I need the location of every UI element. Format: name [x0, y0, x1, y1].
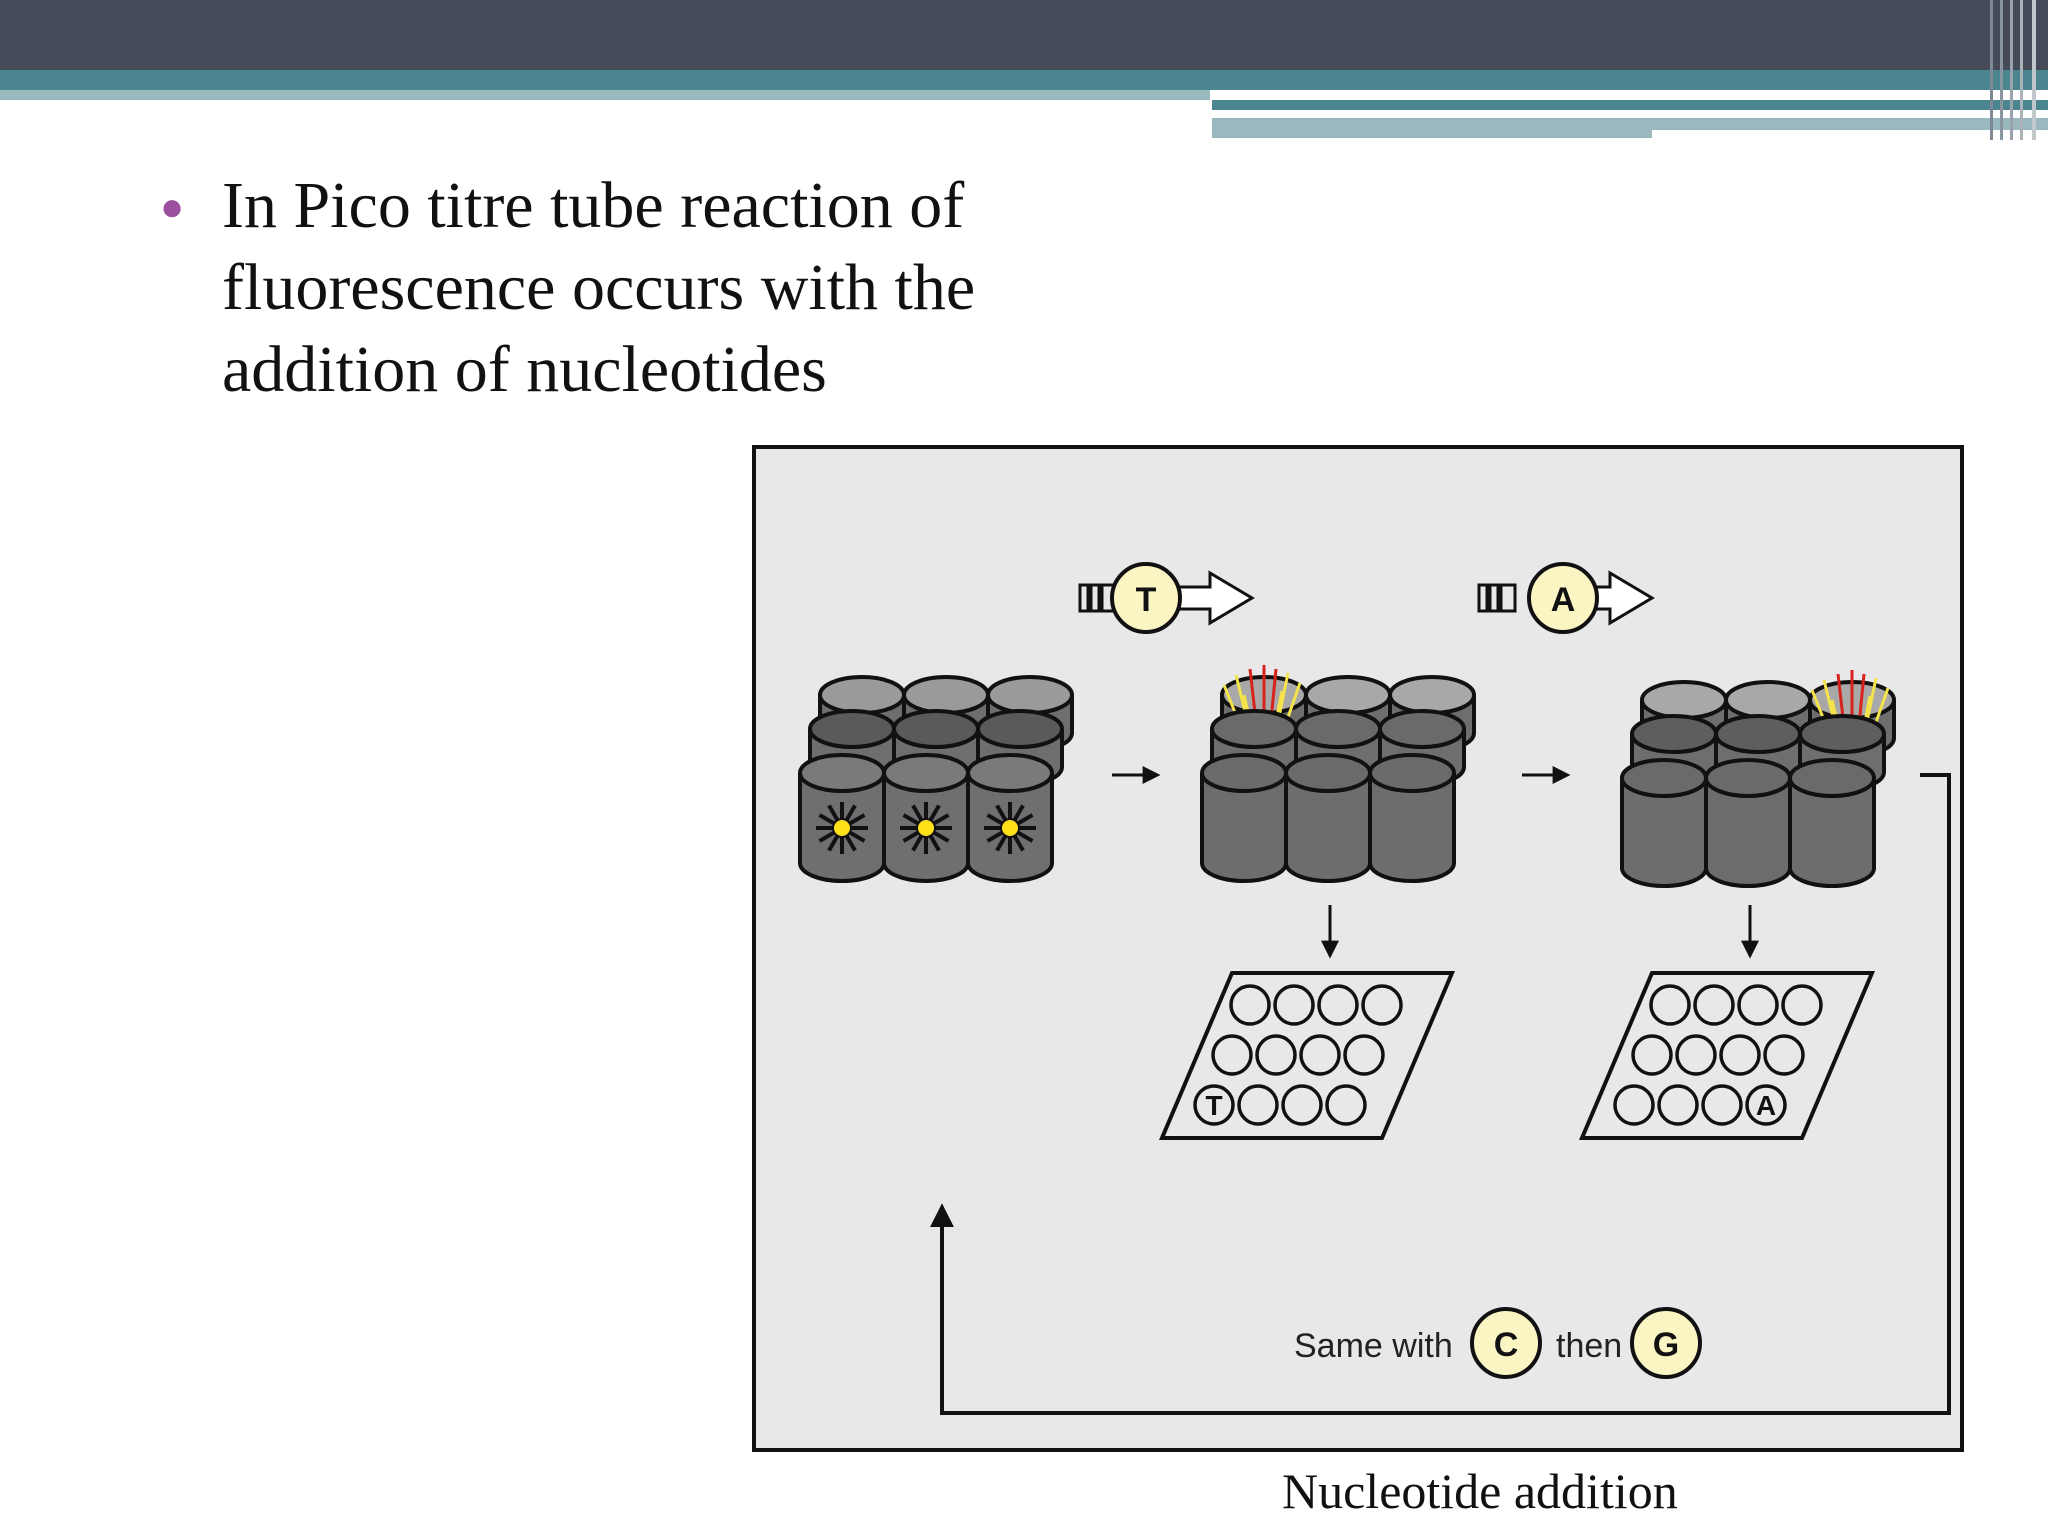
well-tube — [798, 753, 886, 883]
well-cluster-t-light — [1200, 665, 1476, 883]
nucleotide-a-circle — [1527, 562, 1599, 634]
plate-well — [1229, 984, 1271, 1026]
nucleotide-addition-figure: T A T A Same with C then G — [752, 445, 1964, 1452]
well-tube — [1368, 753, 1456, 883]
plate-outline — [1578, 971, 1876, 1140]
dna-bead-icon — [816, 802, 868, 854]
repeat-text-same-with: Same with — [1294, 1327, 1453, 1365]
well-tube — [1620, 758, 1708, 888]
plate-well — [1613, 1084, 1655, 1126]
nucleotide-a-label: A — [1551, 581, 1576, 619]
plate-well-letter: T — [1205, 1090, 1222, 1121]
repeat-text-then: then — [1556, 1327, 1622, 1365]
plate-well — [1745, 1084, 1787, 1126]
plate-well — [1317, 984, 1359, 1026]
well-cluster-a-light — [1620, 670, 1896, 888]
plate-well — [1255, 1034, 1297, 1076]
plate-well-letter: A — [1756, 1090, 1776, 1121]
plate-well — [1657, 1084, 1699, 1126]
dna-bead-icon — [900, 802, 952, 854]
plate-well — [1211, 1034, 1253, 1076]
well-tube — [1704, 758, 1792, 888]
nucleotide-c-label: C — [1494, 1326, 1519, 1364]
nucleotide-dispenser-t: T — [1078, 562, 1255, 634]
well-cluster-beads — [798, 675, 1074, 883]
nucleotide-t-circle — [1110, 562, 1182, 634]
nucleotide-t-label: T — [1136, 581, 1157, 619]
figure-frame — [752, 445, 1964, 1452]
plate-well — [1343, 1034, 1385, 1076]
plate-well — [1631, 1034, 1673, 1076]
plate-well — [1325, 1084, 1367, 1126]
well-tube — [1200, 753, 1288, 883]
well-tube — [1788, 758, 1876, 888]
plate-well — [1193, 1084, 1235, 1126]
readout-plate-a: A — [1578, 971, 1876, 1140]
readout-plate-t: T — [1158, 971, 1456, 1140]
nucleotide-g-circle — [1630, 1307, 1702, 1379]
nucleotide-dispenser-a: A — [1477, 562, 1655, 634]
plate-well — [1675, 1034, 1717, 1076]
bullet-text: In Pico titre tube reaction of fluoresce… — [222, 169, 976, 406]
nucleotide-c-circle — [1470, 1307, 1542, 1379]
figure-caption: Nucleotide addition — [1282, 1463, 1678, 1519]
plate-outline — [1158, 971, 1456, 1140]
feedback-loop-line — [930, 773, 1951, 1415]
plate-well — [1719, 1034, 1761, 1076]
plate-well — [1763, 1034, 1805, 1076]
nucleotide-g-label: G — [1653, 1326, 1679, 1364]
well-tube — [1284, 753, 1372, 883]
plate-well — [1781, 984, 1823, 1026]
plate-well — [1281, 1084, 1323, 1126]
dna-bead-icon — [984, 802, 1036, 854]
plate-well — [1361, 984, 1403, 1026]
slide-header-bar — [0, 0, 2048, 140]
plate-well — [1299, 1034, 1341, 1076]
plate-well — [1649, 984, 1691, 1026]
bullet-dot-icon: ● — [160, 185, 185, 229]
plate-well — [1693, 984, 1735, 1026]
plate-well — [1237, 1084, 1279, 1126]
plate-well — [1737, 984, 1779, 1026]
plate-well — [1273, 984, 1315, 1026]
plate-well — [1701, 1084, 1743, 1126]
